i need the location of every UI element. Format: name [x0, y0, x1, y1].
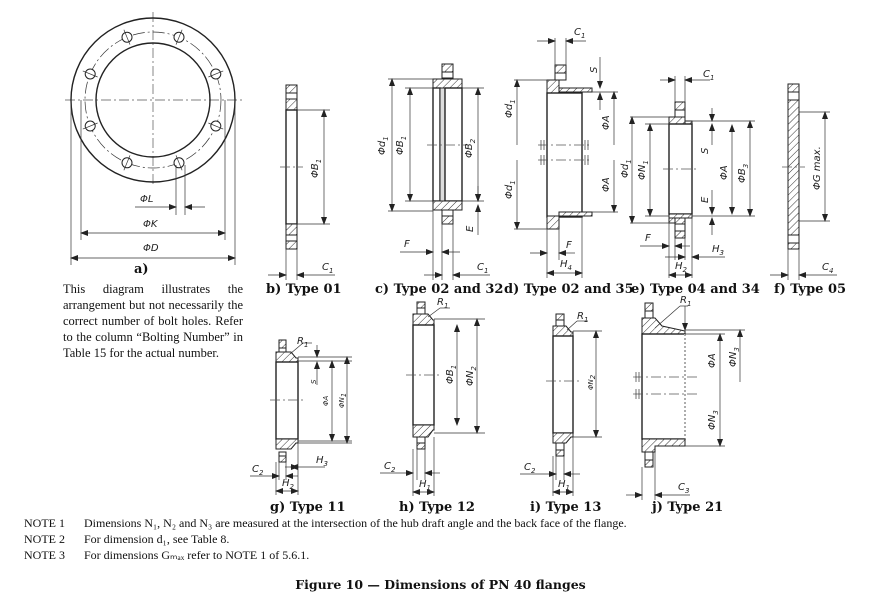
- dim-label-C2: C2: [252, 464, 264, 477]
- subfig-d-type02-35: C1 S Φd1 Φd1 ΦA ΦA F H4: [504, 27, 618, 278]
- subfig-c-type02-32: Φd1 ΦB1 ΦB2 E F C1: [377, 63, 490, 280]
- dim-label-N2: ΦN2: [465, 366, 478, 386]
- note-2: NOTE 2 For dimension d₁, see Table 8.: [24, 532, 229, 547]
- caption-f: f) Type 05: [774, 282, 847, 297]
- note-text: For dimensions Gₘₐₓ refer to NOTE 1 of 5…: [84, 548, 310, 562]
- dim-label-N3-lower: ΦN3: [707, 410, 720, 430]
- dim-label-N3-upper: ΦN3: [728, 347, 741, 367]
- dim-label-S: S: [700, 147, 711, 154]
- dim-label-B2: ΦB2: [464, 138, 477, 158]
- note-label: NOTE 1: [24, 516, 65, 530]
- dim-label-K: ΦK: [143, 219, 159, 230]
- figure-title: Figure 10 — Dimensions of PN 40 flanges: [295, 577, 586, 592]
- caption-g: g) Type 11: [270, 500, 346, 515]
- dim-label-R1: R1: [577, 311, 588, 324]
- bolt-hole-centerline: [82, 122, 98, 130]
- dim-label-A-upper: ΦA: [601, 115, 612, 130]
- subfig-b-type01: ΦB1 C1: [268, 84, 335, 280]
- dim-label-d1-lower: Φd1: [504, 180, 517, 199]
- dim-label-C1: C1: [322, 262, 333, 275]
- dim-label-A: ΦA: [719, 165, 730, 180]
- dim-label-H2: H2: [282, 478, 295, 491]
- bolt-hole-centerline: [175, 155, 183, 171]
- caption-d: d) Type 02 and 35: [504, 282, 634, 297]
- note-label: NOTE 2: [24, 532, 65, 546]
- note-3: NOTE 3 For dimensions Gₘₐₓ refer to NOTE …: [24, 548, 309, 563]
- dim-label-H1: H1: [419, 479, 431, 492]
- caption-h: h) Type 12: [399, 500, 475, 515]
- bolt-holes: [82, 29, 224, 171]
- subfig-g-type11: R1 S ΦA ΦN1 H3 C2 H2: [250, 336, 352, 495]
- dim-label-H3: H3: [712, 244, 724, 257]
- dim-label-d1: Φd1: [620, 159, 633, 178]
- dim-label-H2: H2: [675, 261, 688, 274]
- dim-label-C2: C2: [384, 461, 396, 474]
- dim-label-F: F: [566, 240, 572, 251]
- dim-label-R1: R1: [297, 336, 308, 349]
- dim-label-C4: C4: [822, 262, 833, 275]
- subfig-i-type13: R1 ΦN2 C2 H1: [520, 311, 602, 496]
- bolt-hole-centerline: [123, 29, 131, 45]
- dim-label-d1-upper: Φd1: [504, 99, 517, 118]
- caption-b: b) Type 01: [266, 282, 342, 297]
- dim-label-N2: ΦN2: [587, 374, 597, 390]
- note-text: For dimension d₁, see Table 8.: [84, 532, 230, 546]
- dim-label-E: E: [465, 225, 476, 232]
- bolt-hole-centerline: [175, 29, 183, 45]
- dim-label-G-max: ΦG max.: [812, 146, 823, 190]
- dim-label-E: E: [700, 196, 711, 203]
- subfig-e-type04-34: C1 Φd1 ΦN1 S E ΦA ΦB3 F H3 H2: [620, 69, 755, 278]
- subfig-j-type21: R1 ΦA ΦN3 ΦN3 C3: [626, 295, 745, 500]
- caption-j: j) Type 21: [652, 500, 724, 515]
- dim-label-C3: C3: [678, 482, 689, 495]
- caption-a: a): [134, 262, 149, 277]
- caption-e: e) Type 04 and 34: [631, 282, 760, 297]
- note-label: NOTE 3: [24, 548, 65, 562]
- bolt-circle: [84, 31, 222, 169]
- dim-label-H4: H4: [560, 259, 572, 272]
- bolt-hole-centerline: [123, 155, 131, 171]
- dim-label-H3: H3: [316, 455, 328, 468]
- dim-label-C1: C1: [477, 262, 488, 275]
- dim-label-B1: ΦB1: [310, 159, 323, 178]
- dim-label-C2: C2: [524, 462, 536, 475]
- dim-label-A: ΦA: [707, 353, 718, 368]
- dim-label-B1: ΦB1: [395, 136, 408, 155]
- dim-label-B1: ΦB1: [445, 365, 458, 384]
- dim-label-d1: Φd1: [377, 136, 390, 155]
- dim-label-B3: ΦB3: [737, 164, 750, 183]
- bolt-hole-centerline: [208, 70, 224, 78]
- section-hatch: [285, 84, 298, 94]
- dim-label-N1: ΦN1: [338, 393, 348, 408]
- dim-label-C1: C1: [574, 27, 585, 40]
- dim-label-H1: H1: [558, 479, 570, 492]
- dim-label-R1: R1: [680, 295, 691, 308]
- bolt-hole-note: This diagram illustrates the arrangement…: [63, 282, 243, 360]
- bolt-hole-centerline: [208, 122, 224, 130]
- subfig-a-front-view: ΦL ΦK ΦD: [65, 12, 242, 265]
- dim-label-S: S: [589, 66, 600, 73]
- dim-label-R1: R1: [437, 297, 448, 310]
- note-1: NOTE 1 Dimensions N₁, N₂ and N₃ are measu…: [24, 516, 627, 531]
- dim-label-A-lower: ΦA: [601, 177, 612, 192]
- dim-label-S: S: [310, 379, 318, 384]
- note-text: Dimensions N₁, N₂ and N₃ are measured at…: [84, 516, 627, 530]
- dim-label-F: F: [645, 233, 651, 244]
- subfig-h-type12: R1 ΦB1 ΦN2 C2 H1: [380, 297, 485, 496]
- dim-label-A: ΦA: [322, 395, 330, 406]
- caption-c: c) Type 02 and 32: [375, 282, 504, 297]
- dim-label-N1: ΦN1: [637, 160, 650, 180]
- subfig-f-type05: ΦG max. C4: [770, 83, 837, 280]
- dim-label-C1: C1: [703, 69, 714, 82]
- dim-label-D: ΦD: [143, 243, 159, 254]
- caption-i: i) Type 13: [530, 500, 602, 515]
- dim-label-L: ΦL: [140, 194, 153, 205]
- dim-label-F: F: [404, 239, 410, 250]
- bolt-hole-centerline: [82, 70, 98, 78]
- bore-circle: [95, 42, 211, 158]
